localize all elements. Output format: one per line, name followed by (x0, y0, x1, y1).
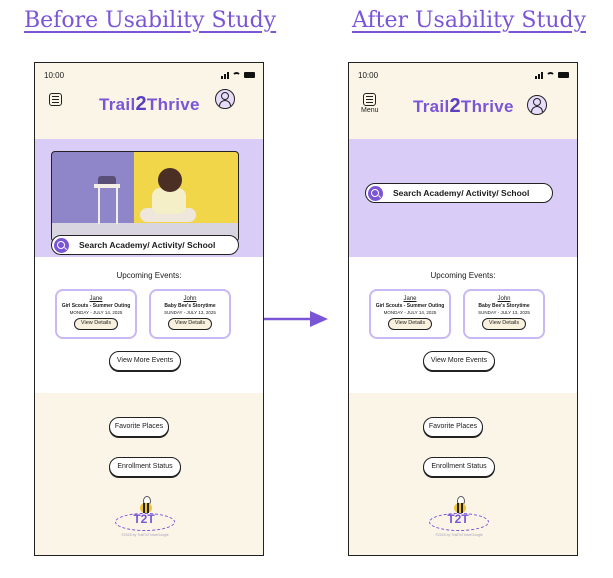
signal-icon (535, 71, 543, 79)
copyright-text: ©2025 by TrailToThriveGoogle (435, 533, 483, 537)
search-placeholder: Search Academy/ Activity/ School (393, 188, 530, 198)
event-child-name[interactable]: John (497, 296, 511, 302)
view-more-events-button[interactable]: View More Events (423, 351, 495, 371)
event-child-name[interactable]: Jane (89, 296, 103, 302)
event-date: SUNDAY - JULY 13, 2025 (478, 310, 530, 315)
favorite-places-button[interactable]: Favorite Places (109, 417, 169, 437)
search-icon (54, 237, 69, 253)
view-more-events-button[interactable]: View More Events (109, 351, 181, 371)
event-card[interactable]: John Baby Bee's Storytime SUNDAY - JULY … (149, 289, 231, 339)
status-time: 10:00 (44, 71, 65, 80)
after-title: After Usability Study (352, 8, 587, 33)
event-child-name[interactable]: John (183, 296, 197, 302)
profile-icon[interactable] (215, 89, 235, 109)
search-bar[interactable]: Search Academy/ Activity/ School (365, 183, 553, 203)
battery-icon (244, 72, 255, 78)
view-details-button[interactable]: View Details (388, 318, 432, 330)
event-date: MONDAY - JULY 14, 2025 (69, 310, 123, 315)
search-bar[interactable]: Search Academy/ Activity/ School (51, 235, 239, 255)
favorite-places-button[interactable]: Favorite Places (423, 417, 483, 437)
status-bar: 10:00 (349, 71, 577, 83)
events-section: Upcoming Events: Jane Girl Scouts - Summ… (349, 257, 577, 393)
enrollment-status-button[interactable]: Enrollment Status (423, 457, 495, 477)
view-details-button[interactable]: View Details (74, 318, 118, 330)
app-logo: Trail2Thrive (413, 95, 514, 117)
copyright-text: ©2025 by TrailToThriveGoogle (121, 533, 169, 537)
events-title: Upcoming Events: (430, 271, 496, 280)
top-bar: Menu Trail2Thrive (349, 83, 577, 127)
event-card[interactable]: Jane Girl Scouts - Summer Outing MONDAY … (369, 289, 451, 339)
event-title: Girl Scouts - Summer Outing (375, 303, 445, 309)
footer-logo: T2T ©2025 by TrailToThriveGoogle (115, 496, 175, 543)
event-title: Girl Scouts - Summer Outing (61, 303, 131, 309)
hero-section: Search Academy/ Activity/ School (35, 139, 263, 257)
event-card[interactable]: Jane Girl Scouts - Summer Outing MONDAY … (55, 289, 137, 339)
events-title: Upcoming Events: (116, 271, 182, 280)
menu-button[interactable]: Menu (361, 93, 379, 114)
bee-icon (140, 503, 152, 513)
before-title: Before Usability Study (24, 8, 277, 33)
search-placeholder: Search Academy/ Activity/ School (79, 240, 216, 250)
app-logo: Trail2Thrive (99, 93, 200, 115)
event-card[interactable]: John Baby Bee's Storytime SUNDAY - JULY … (463, 289, 545, 339)
event-date: MONDAY - JULY 14, 2025 (383, 310, 437, 315)
bee-icon (454, 503, 466, 513)
before-phone: 10:00 Trail2Thrive Search Academy/ Activ… (34, 62, 264, 556)
event-child-name[interactable]: Jane (403, 296, 417, 302)
menu-button[interactable] (49, 93, 65, 109)
footer-logo: T2T ©2025 by TrailToThriveGoogle (429, 496, 489, 543)
battery-icon (558, 72, 569, 78)
enrollment-status-button[interactable]: Enrollment Status (109, 457, 181, 477)
view-details-button[interactable]: View Details (168, 318, 212, 330)
status-time: 10:00 (358, 71, 379, 80)
menu-icon (49, 93, 62, 106)
after-phone: 10:00 Menu Trail2Thrive Search Academy/ … (348, 62, 578, 556)
arrow-right-icon (264, 311, 328, 327)
signal-icon (221, 71, 229, 79)
view-details-button[interactable]: View Details (482, 318, 526, 330)
event-title: Baby Bee's Storytime (478, 303, 530, 309)
status-bar: 10:00 (35, 71, 263, 83)
event-title: Baby Bee's Storytime (164, 303, 216, 309)
profile-icon[interactable] (527, 95, 547, 115)
search-icon (368, 185, 383, 201)
wifi-icon (232, 72, 241, 78)
top-bar: Trail2Thrive (35, 83, 263, 127)
hero-image (51, 151, 239, 242)
menu-label: Menu (361, 107, 379, 114)
menu-icon (363, 93, 376, 106)
wifi-icon (546, 72, 555, 78)
events-section: Upcoming Events: Jane Girl Scouts - Summ… (35, 257, 263, 393)
event-date: SUNDAY - JULY 13, 2025 (164, 310, 216, 315)
